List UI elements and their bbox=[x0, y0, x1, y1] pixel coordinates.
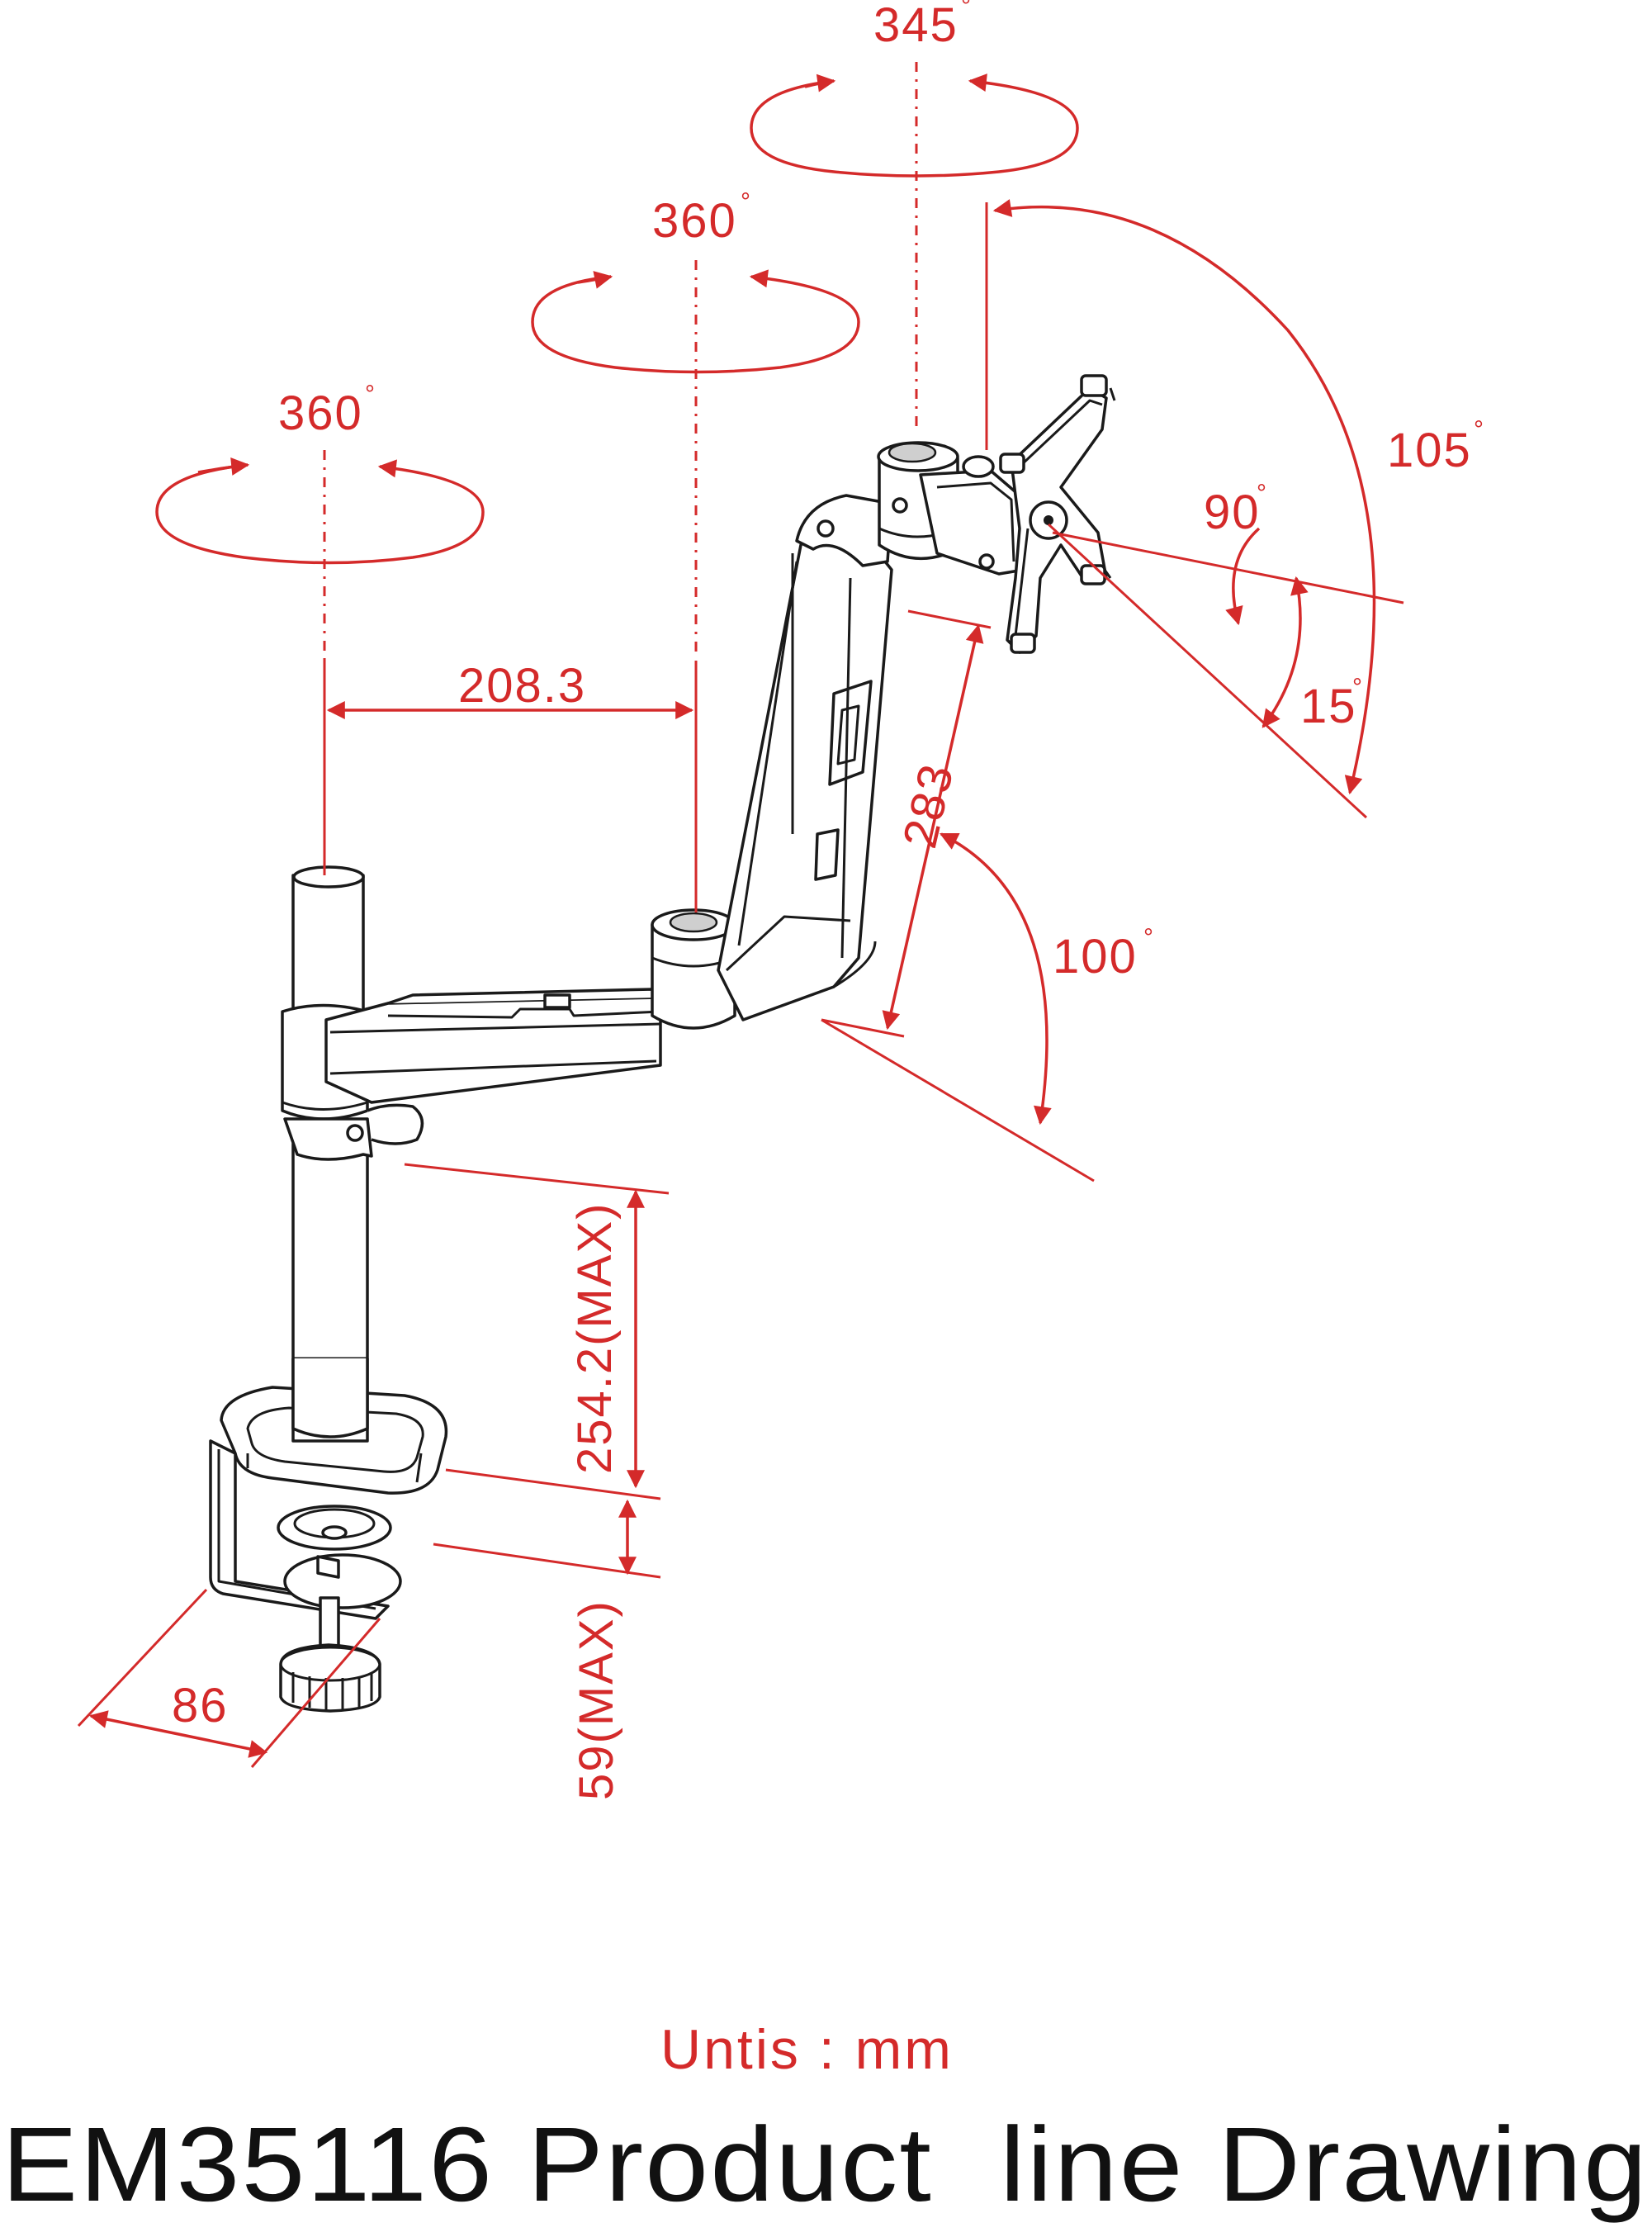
reach-dimension: 208.3 bbox=[323, 659, 698, 912]
drawing-title: EM35116 Product line Drawing bbox=[2, 2106, 1649, 2224]
clamp-thickness-label: 59(MAX) bbox=[570, 1600, 623, 1800]
lower-arm bbox=[324, 988, 662, 1104]
degree-symbol: ° bbox=[961, 0, 971, 20]
elbow-joint bbox=[651, 908, 736, 1030]
arm-angle-label: 100 bbox=[1053, 930, 1138, 983]
degree-symbol: ° bbox=[741, 188, 750, 216]
degree-symbol: ° bbox=[1352, 674, 1362, 701]
upper-arm bbox=[717, 494, 893, 1021]
arm-length-label: 283 bbox=[892, 758, 963, 853]
tilt-down-label: 15 bbox=[1300, 680, 1357, 733]
clamp-depth-dimension: 86 bbox=[77, 1588, 381, 1768]
monitor-arm bbox=[209, 374, 1116, 1713]
degree-symbol: ° bbox=[365, 381, 375, 408]
dimension-annotations: 360 ° 360 ° 345 ° 208.3 bbox=[77, 0, 1484, 1800]
pole bbox=[281, 865, 424, 1443]
rotation-head: 345 ° bbox=[750, 0, 1079, 429]
vesa-plate bbox=[999, 374, 1116, 654]
rotation-elbow-label: 360 bbox=[652, 194, 737, 248]
degree-symbol: ° bbox=[1143, 924, 1153, 951]
clamp-depth-label: 86 bbox=[172, 1679, 229, 1732]
tilt-down-dimension: 15 ° bbox=[1261, 576, 1362, 733]
arm-angle-dimension: 100 ° bbox=[821, 832, 1153, 1182]
rotation-head-label: 345 bbox=[873, 0, 959, 52]
rotation-pole-label: 360 bbox=[278, 386, 363, 440]
tilt-total-dimension: 105 ° bbox=[985, 199, 1484, 819]
tilt-total-label: 105 bbox=[1387, 424, 1472, 477]
height-label: 254.2(MAX) bbox=[568, 1202, 622, 1474]
reach-label: 208.3 bbox=[458, 659, 586, 713]
rotation-elbow: 360 ° bbox=[531, 188, 860, 652]
degree-symbol: ° bbox=[1257, 480, 1266, 507]
height-dimension: 254.2(MAX) bbox=[404, 1163, 670, 1500]
units-label: Untis : mm bbox=[660, 2018, 954, 2081]
rotation-pole: 360 ° bbox=[155, 381, 485, 661]
tilt-up-dimension: 90 ° bbox=[1204, 480, 1266, 626]
tilt-up-label: 90 bbox=[1204, 486, 1261, 539]
clamp-thickness-dimension: 59(MAX) bbox=[433, 1499, 661, 1800]
degree-symbol: ° bbox=[1474, 416, 1484, 443]
